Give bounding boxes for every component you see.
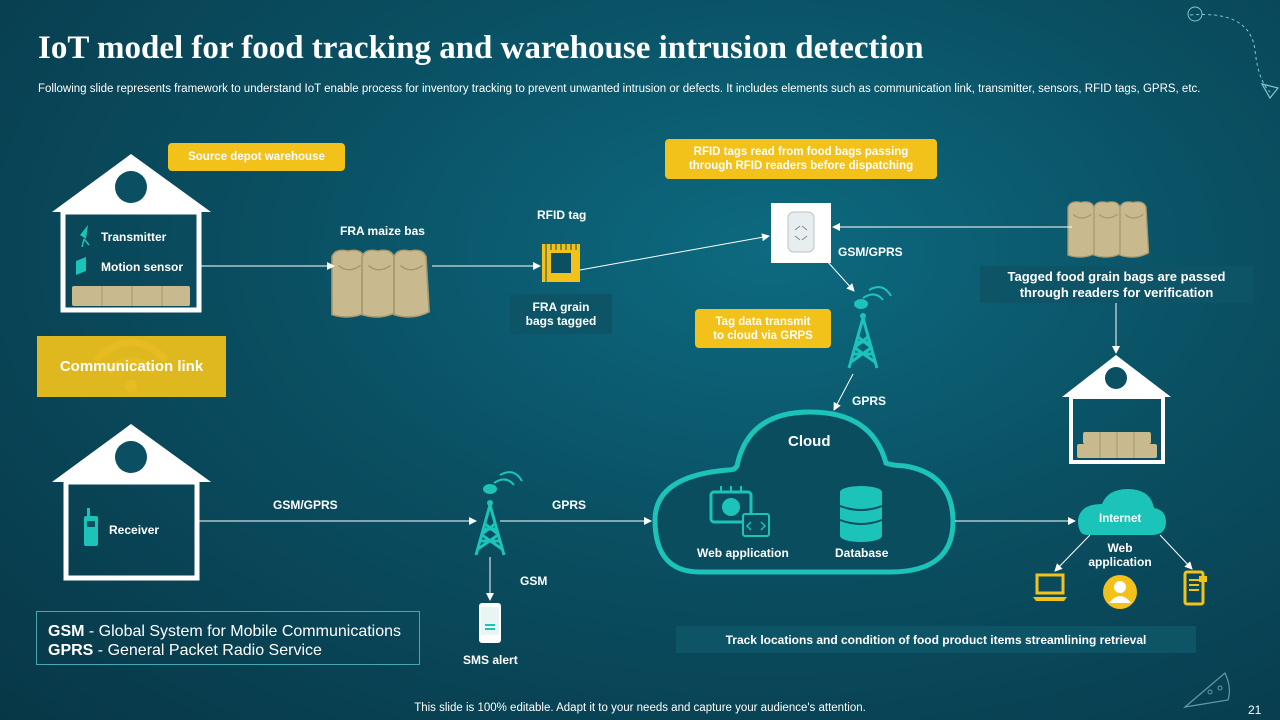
database-icon	[839, 486, 883, 542]
web-application-node-line2: application	[1088, 555, 1152, 569]
source-depot-label: Source depot warehouse	[168, 143, 345, 171]
web-application-node-line1: Web	[1107, 541, 1133, 555]
transmitter-icon	[80, 225, 90, 248]
page-number: 21	[1248, 703, 1262, 717]
rfid-reader-icon	[771, 203, 831, 263]
page-title: IoT model for food tracking and warehous…	[38, 30, 924, 66]
fra-maize-label: FRA maize bas	[340, 224, 425, 238]
web-application-node-label: Web application	[1085, 541, 1155, 569]
rfid-note-line2: through RFID readers before dispatching	[688, 160, 914, 172]
tagged-note-line2: through readers for verification	[1019, 284, 1214, 300]
tag-data-note-line1: Tag data transmit	[715, 315, 811, 328]
pizza-icon	[1182, 672, 1231, 708]
legend-gprs: GPRS - General Packet Radio Service	[48, 641, 419, 660]
grain-bag-icon	[1067, 201, 1150, 258]
gsm-gprs-top-label: GSM/GPRS	[838, 245, 903, 259]
database-label: Database	[835, 546, 889, 560]
motion-sensor-icon	[76, 257, 86, 275]
rfid-chip-icon	[542, 244, 580, 282]
track-note-box: Track locations and condition of food pr…	[676, 626, 1196, 653]
legend-gsm-abbr: GSM	[48, 623, 85, 640]
communication-link-box: Communication link	[37, 336, 226, 397]
footer-note: This slide is 100% editable. Adapt it to…	[414, 702, 866, 714]
antenna-tower-icon	[847, 286, 892, 370]
cloud-label: Cloud	[788, 433, 831, 450]
verification-house-icon	[1062, 355, 1171, 464]
receiver-house-icon	[52, 424, 211, 581]
receiver-label: Receiver	[109, 523, 160, 537]
legend-box: GSM - Global System for Mobile Communica…	[36, 611, 420, 665]
grain-stack-icon	[1077, 432, 1157, 458]
tagged-note-line1: Tagged food grain bags are passed	[1007, 268, 1226, 284]
paper-plane-icon	[1187, 6, 1280, 100]
tag-data-note-line2: to cloud via GRPS	[713, 329, 813, 342]
connectors	[197, 223, 1193, 601]
tag-data-note-box: Tag data transmit to cloud via GRPS	[695, 309, 831, 348]
grain-stack-icon	[72, 286, 190, 306]
fra-grain-tagged-box: FRA grain bags tagged	[510, 294, 612, 334]
rfid-tag-label: RFID tag	[537, 208, 587, 222]
grain-bag-icon	[331, 249, 431, 318]
legend-gprs-text: - General Packet Radio Service	[93, 642, 322, 659]
antenna-tower-icon	[474, 471, 523, 557]
fra-grain-tagged-line1: FRA grain	[532, 300, 590, 314]
rfid-note-line1: RFID tags read from food bags passing	[693, 146, 909, 158]
rfid-note-box: RFID tags read from food bags passing th…	[665, 139, 937, 179]
page-subtitle: Following slide represents framework to …	[38, 83, 1201, 95]
sms-alert-label: SMS alert	[463, 653, 518, 667]
source-depot-house-icon	[52, 154, 211, 313]
mobile-icon	[1183, 570, 1207, 606]
tagged-note-box: Tagged food grain bags are passed throug…	[980, 266, 1253, 303]
fra-grain-tagged-line2: bags tagged	[525, 314, 597, 328]
web-application-label: Web application	[697, 546, 789, 560]
gsm-gprs-bottom-label: GSM/GPRS	[273, 498, 338, 512]
legend-gsm-text: - Global System for Mobile Communication…	[84, 623, 402, 640]
internet-label: Internet	[1099, 513, 1142, 525]
walkie-talkie-icon	[84, 508, 98, 546]
gprs-to-cloud-label: GPRS	[852, 394, 887, 408]
legend-gprs-abbr: GPRS	[48, 642, 94, 659]
laptop-icon	[1033, 573, 1067, 601]
transmitter-label: Transmitter	[101, 230, 167, 244]
gprs-bottom-label: GPRS	[552, 498, 587, 512]
legend-gsm: GSM - Global System for Mobile Communica…	[48, 622, 419, 641]
user-icon	[1103, 575, 1137, 609]
phone-icon	[479, 603, 501, 643]
motion-sensor-label: Motion sensor	[101, 260, 184, 274]
gsm-label: GSM	[520, 574, 548, 588]
api-icon	[709, 486, 770, 537]
internet-cloud-icon	[1078, 489, 1166, 535]
